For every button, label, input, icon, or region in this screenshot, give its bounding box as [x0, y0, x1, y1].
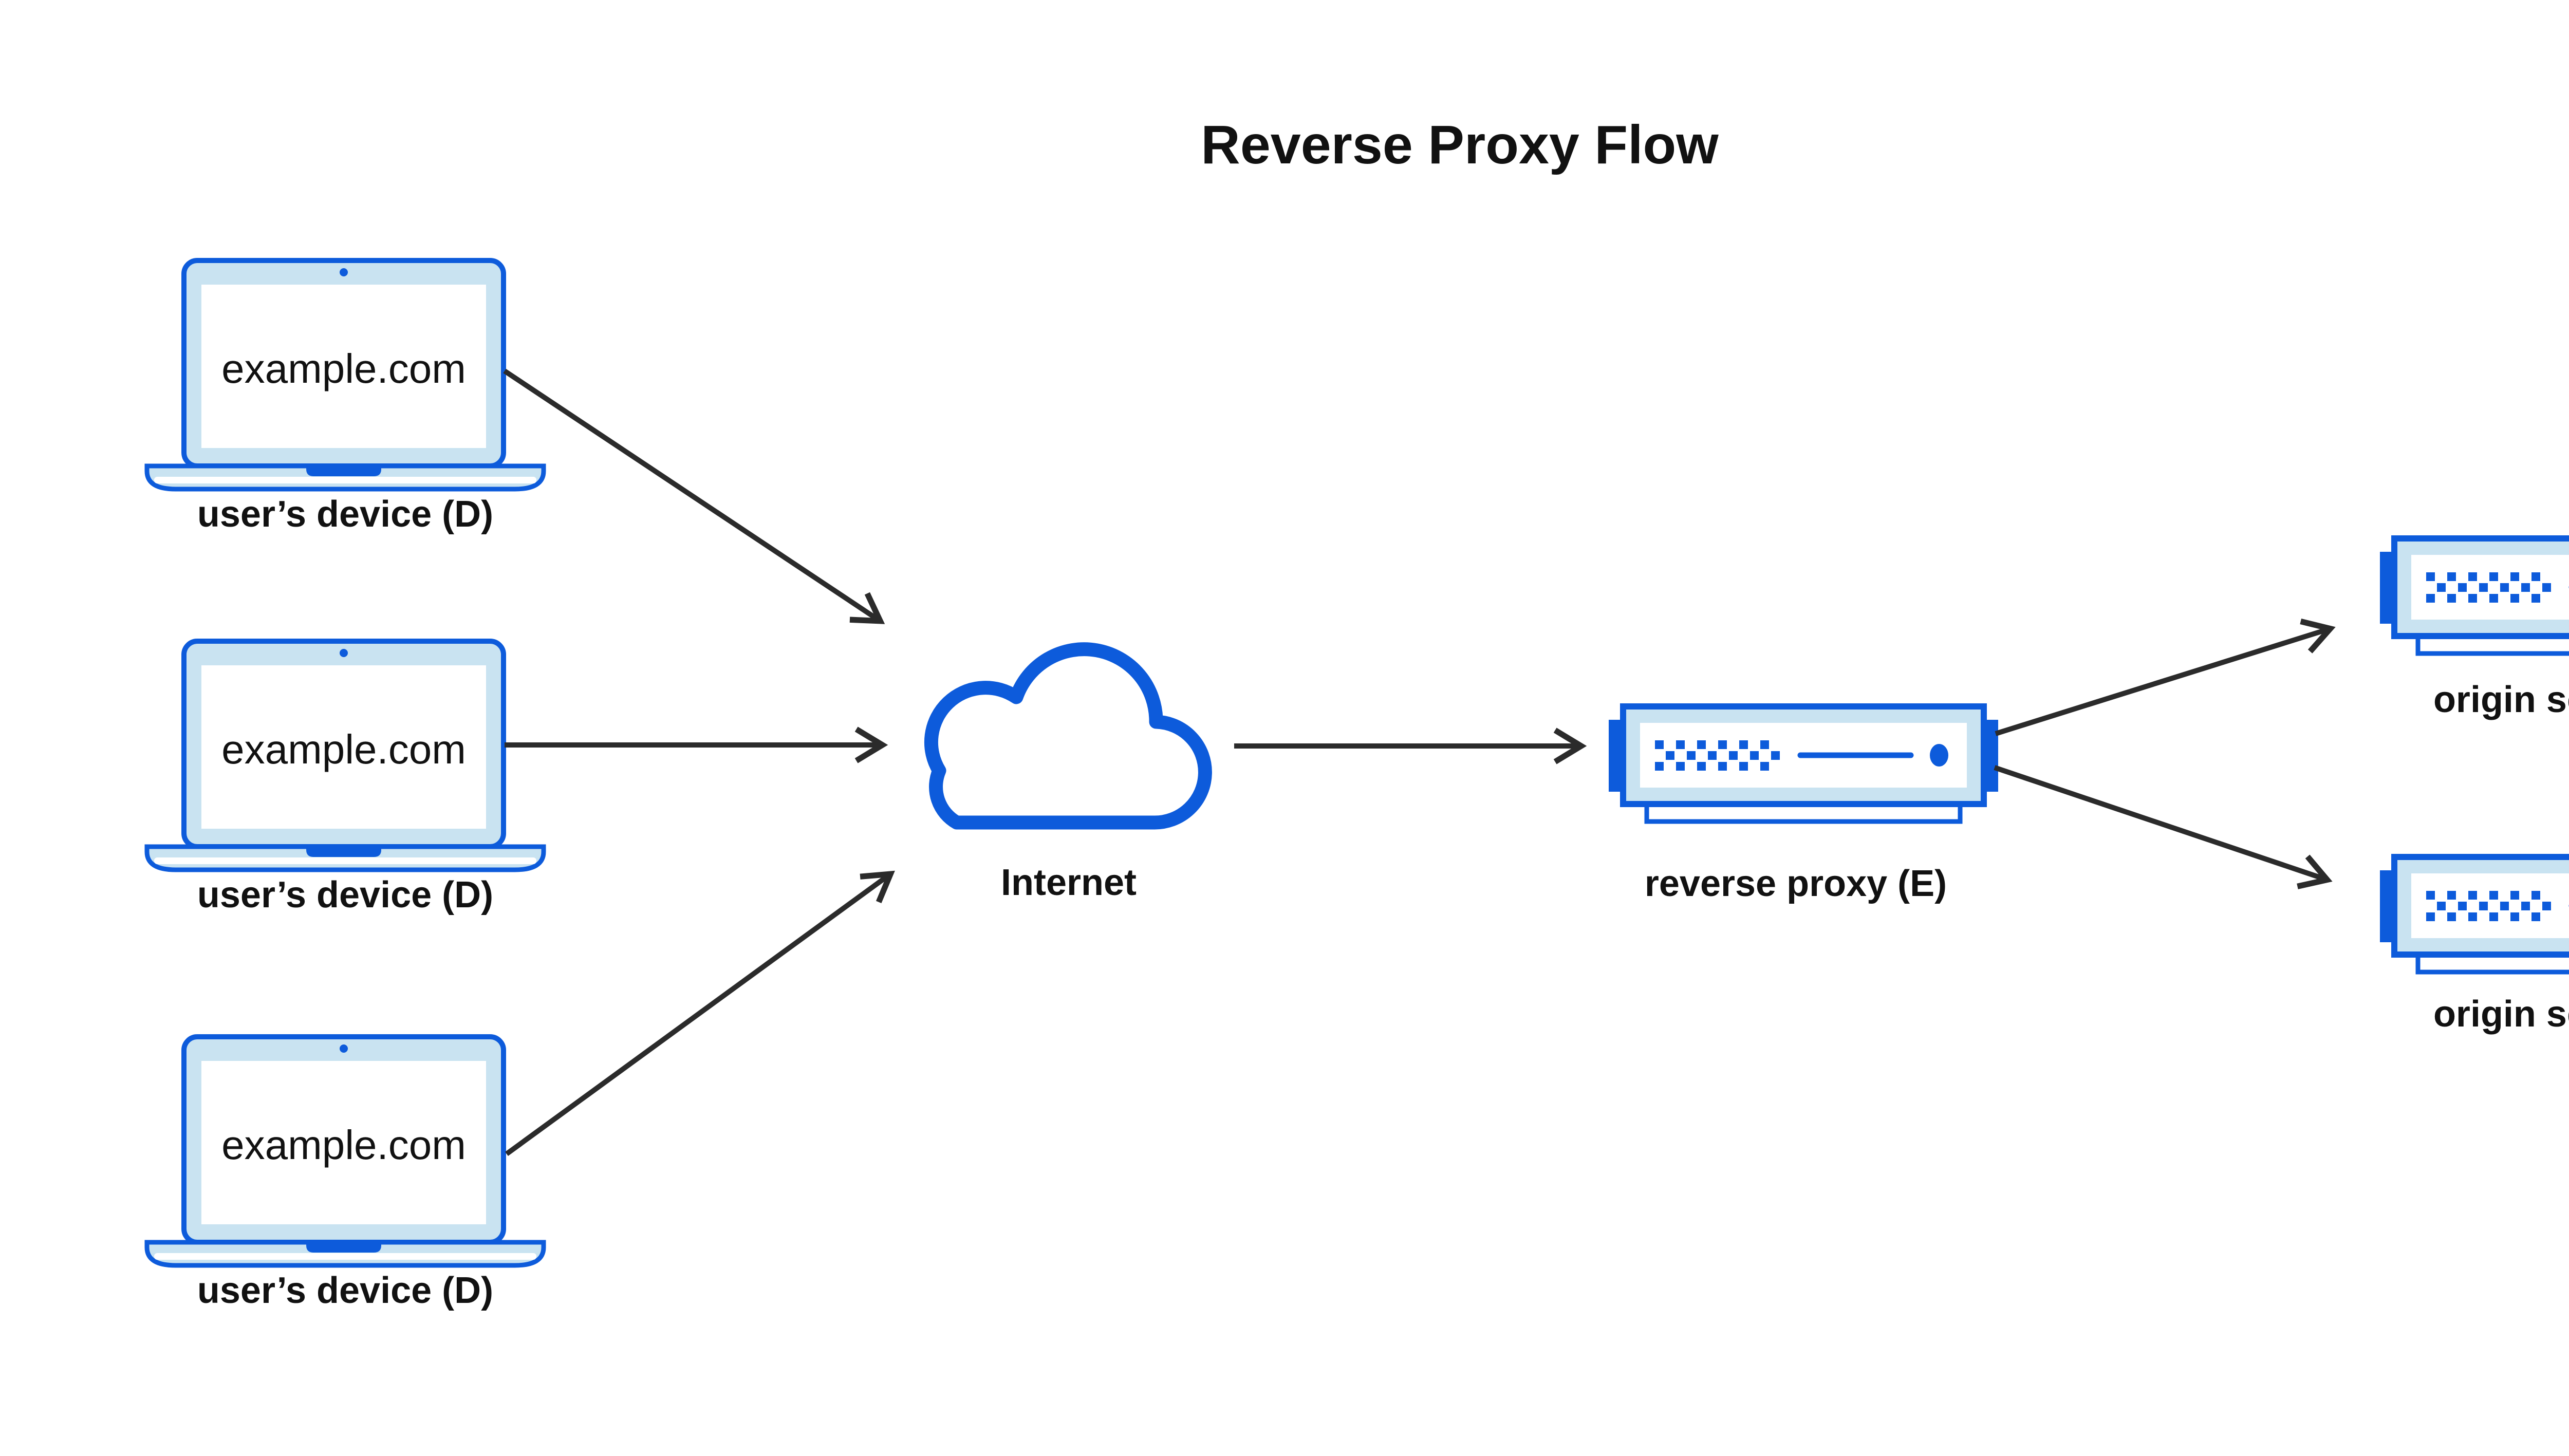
arrow-device3-to-internet: [505, 870, 895, 1156]
server-icon: [2380, 857, 2569, 972]
user-device-node-2: example.com user’s device (D): [147, 641, 544, 916]
arrow-proxy-to-origin2: [1994, 765, 2333, 889]
internet-label: Internet: [1001, 862, 1137, 903]
origin-server-label: origin server (F): [2433, 994, 2569, 1035]
arrow-device1-to-internet: [503, 368, 885, 624]
server-icon: [1609, 706, 1998, 822]
arrow-proxy-to-origin1: [1995, 619, 2336, 736]
device-screen-label: example.com: [221, 346, 466, 391]
user-device-node-3: example.com user’s device (D): [147, 1037, 544, 1311]
device-caption: user’s device (D): [197, 874, 493, 916]
device-caption: user’s device (D): [197, 494, 493, 535]
cloud-icon: [924, 642, 1212, 830]
user-device-node-1: example.com user’s device (D): [147, 260, 544, 535]
device-caption: user’s device (D): [197, 1270, 493, 1311]
device-screen-label: example.com: [221, 726, 466, 772]
device-screen-label: example.com: [221, 1122, 466, 1168]
flow-arrows: [503, 368, 2336, 1156]
page-title: Reverse Proxy Flow: [1201, 115, 1719, 175]
origin-server-node-1: origin server (F): [2380, 538, 2569, 720]
server-icon: [2380, 538, 2569, 654]
reverse-proxy-label: reverse proxy (E): [1645, 863, 1947, 904]
origin-server-label: origin server (F): [2433, 679, 2569, 720]
origin-server-node-2: origin server (F): [2380, 857, 2569, 1035]
reverse-proxy-node: reverse proxy (E): [1609, 706, 1998, 904]
internet-node: Internet: [924, 642, 1212, 903]
